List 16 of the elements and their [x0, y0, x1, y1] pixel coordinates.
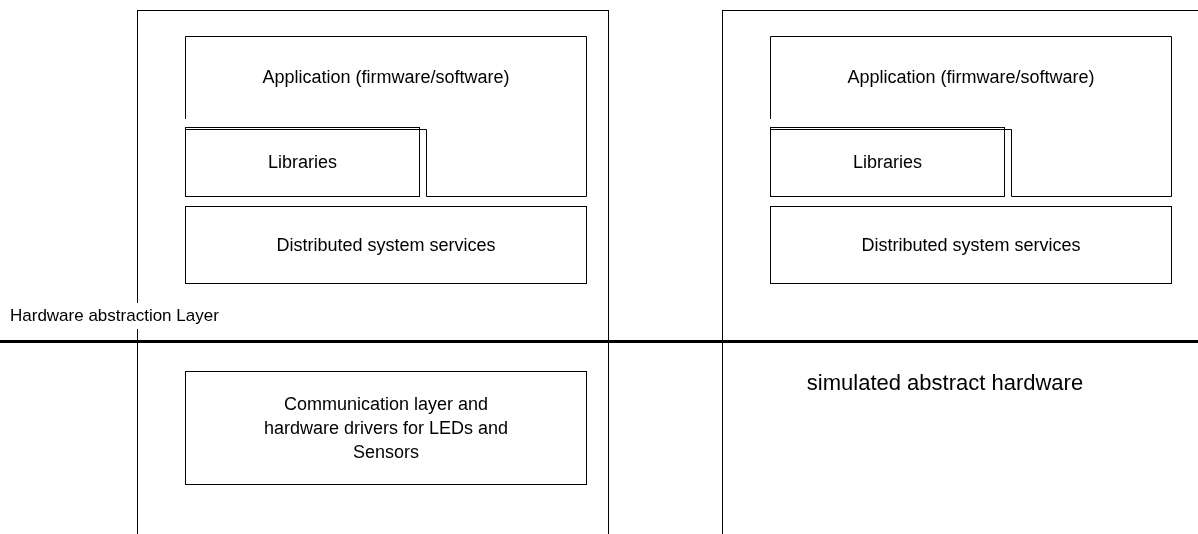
layer-label: Libraries: [268, 151, 337, 174]
application-layer-box: [770, 36, 1172, 197]
layer-label: Application (firmware/software): [847, 66, 1095, 89]
layer-label: Application (firmware/software): [262, 66, 510, 89]
layer-box: [185, 206, 587, 284]
layer-label: Distributed system services: [276, 234, 496, 257]
layer-box: [185, 127, 420, 197]
layer-label: Communication layer and hardware drivers for LEDs and Sensors: [262, 393, 510, 464]
layer-box: [770, 206, 1172, 284]
application-layer-box: [185, 36, 587, 197]
layer-box: [770, 127, 1005, 197]
layer-label: Distributed system services: [861, 234, 1081, 257]
layer-box: [185, 371, 587, 485]
layer-label: Hardware abstraction Layer: [8, 303, 221, 329]
layer-label: Libraries: [853, 151, 922, 174]
hardware-label: simulated abstract hardware: [806, 368, 1084, 397]
